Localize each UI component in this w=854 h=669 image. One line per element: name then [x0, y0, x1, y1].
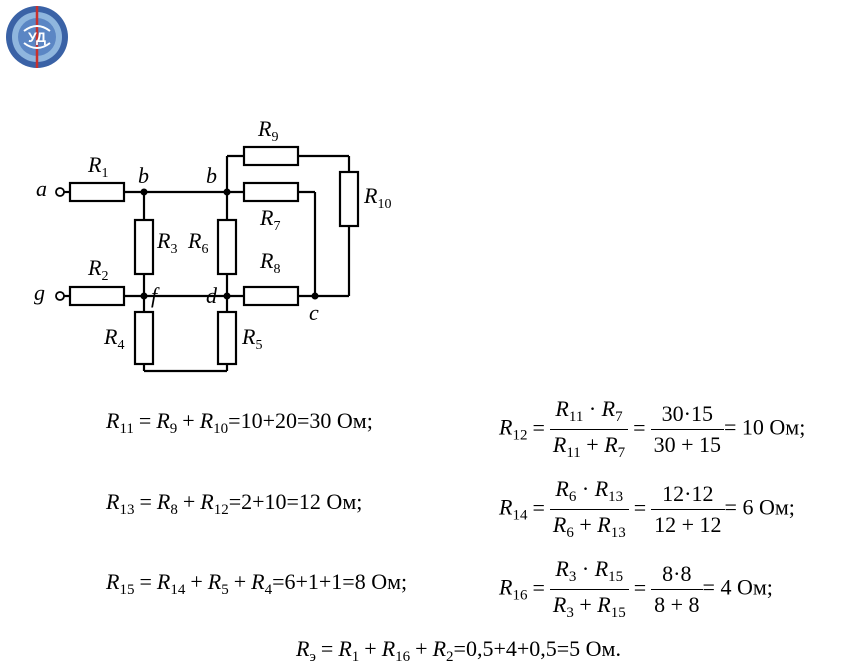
- label-r5: R5: [241, 324, 262, 353]
- label-r4: R4: [103, 324, 124, 353]
- label-r3: R3: [156, 228, 177, 257]
- node-d: d: [206, 283, 218, 308]
- university-logo: УД: [6, 6, 68, 68]
- equation-r11: R11=R9+R10=10+20=30 Ом;: [106, 408, 373, 437]
- node-g: g: [34, 280, 45, 305]
- label-r1: R1: [87, 152, 108, 181]
- node-b-left: b: [138, 163, 149, 188]
- terminal-g: [55, 291, 65, 301]
- resistor-r1: [68, 181, 126, 203]
- label-r2: R2: [87, 255, 108, 284]
- label-r10: R10: [363, 183, 391, 212]
- equation-r15: R15=R14+R5+R4=6+1+1=8 Ом;: [106, 569, 408, 598]
- label-r9: R9: [257, 116, 278, 145]
- resistor-r7: [242, 181, 300, 203]
- label-r6: R6: [187, 228, 208, 257]
- resistor-r10: [338, 170, 360, 228]
- resistor-r8: [242, 285, 300, 307]
- node-b-right: b: [206, 163, 217, 188]
- node-c: c: [309, 300, 319, 325]
- resistor-r9: [242, 145, 300, 167]
- resistor-r6: [216, 218, 238, 276]
- node-a: a: [36, 176, 47, 201]
- junction-d: [223, 292, 231, 300]
- equation-total: Rэ=R1+R16+R2=0,5+4+0,5=5 Ом.: [296, 636, 621, 665]
- resistor-r4: [133, 310, 155, 366]
- resistor-r2: [68, 285, 126, 307]
- junction-f: [140, 292, 148, 300]
- junction-b-left: [140, 188, 148, 196]
- junction-c: [311, 292, 319, 300]
- equation-r13: R13=R8+R12=2+10=12 Ом;: [106, 489, 363, 518]
- resistor-r5: [216, 310, 238, 366]
- junction-b-right: [223, 188, 231, 196]
- resistor-r3: [133, 218, 155, 276]
- label-r8: R8: [259, 248, 280, 277]
- logo-letters: УД: [28, 29, 46, 45]
- node-f: f: [151, 283, 160, 308]
- terminal-a: [55, 187, 65, 197]
- circuit-diagram: R1 R2 R3 R4 R5 R6 R7 R8 R9 R10 a b b g f…: [34, 116, 391, 373]
- label-r7: R7: [259, 205, 280, 234]
